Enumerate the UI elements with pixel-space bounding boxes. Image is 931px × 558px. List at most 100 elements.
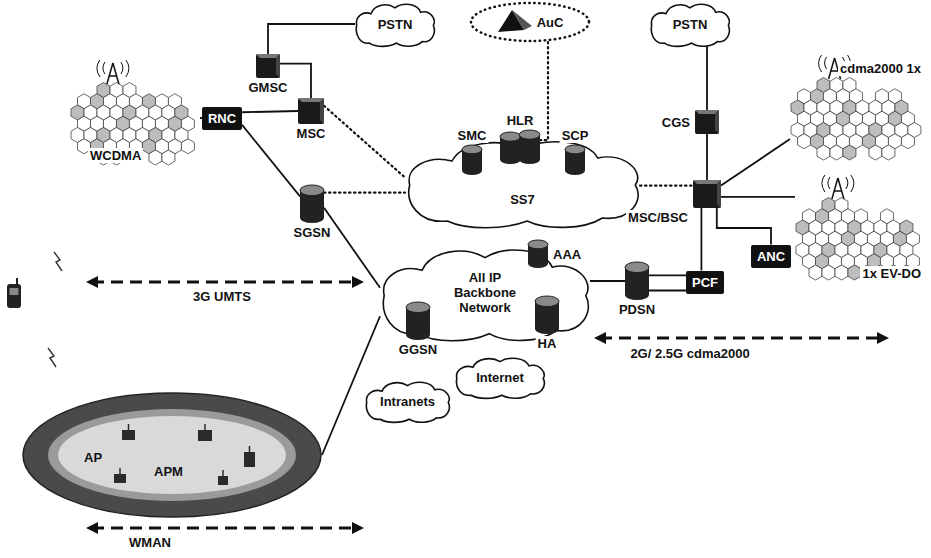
text-holder: AuC <box>470 2 590 42</box>
node-label: 1x EV-DO <box>860 266 923 281</box>
text-holder: Intranets <box>365 380 450 422</box>
switch-box-shape <box>695 110 719 134</box>
server-cylinder-shape <box>535 296 559 334</box>
signaling-link <box>324 106 405 178</box>
node-label: All IP Backbone Network <box>445 270 525 315</box>
node-label: cdma2000 1x <box>838 61 923 76</box>
switch-box: MSC <box>298 98 324 124</box>
server-cylinder: HLR <box>500 130 540 164</box>
switch-box-shape <box>256 54 280 78</box>
server-cylinder-shape <box>462 145 482 175</box>
connector <box>242 125 300 196</box>
text-holder: Internet <box>455 356 545 398</box>
network-cloud: Internet <box>455 356 545 398</box>
cell-cluster: 1x EV-DO <box>795 175 925 285</box>
controller-box: PCF <box>686 271 724 294</box>
wman-region: AP APM <box>22 392 322 518</box>
node-label: WCDMA <box>88 148 143 163</box>
server-cylinder-shape <box>406 302 430 340</box>
node-label: SMC <box>456 128 489 143</box>
server-cylinder: SCP <box>565 145 585 175</box>
span-arrow <box>92 527 358 530</box>
phone-icon <box>7 278 21 308</box>
switch-box: CGS <box>695 110 719 134</box>
server-cylinder: AAA <box>528 240 548 268</box>
server-cylinder: SMC <box>462 145 482 175</box>
server-cylinder-shape <box>300 185 324 223</box>
switch-box: GMSC <box>256 54 280 78</box>
radio-link-symbol <box>54 252 62 271</box>
node-label: ANC <box>757 249 785 264</box>
node-label: SCP <box>560 128 591 143</box>
connector <box>717 208 771 245</box>
switch-box-shape <box>693 180 721 208</box>
network-cloud: Intranets <box>365 380 450 422</box>
node-label: AAA <box>551 247 583 262</box>
connector <box>706 46 708 110</box>
node-label: AP <box>84 450 102 465</box>
node-label: MSC <box>295 126 328 141</box>
server-cylinder: GGSN <box>406 302 430 340</box>
connector <box>242 111 298 112</box>
signaling-link <box>540 42 548 140</box>
controller-box: ANC <box>751 245 791 268</box>
server-cylinder: SGSN <box>300 185 324 223</box>
node-label: PSTN <box>673 17 708 32</box>
connector <box>649 290 686 292</box>
node-label: PCF <box>692 275 718 290</box>
node-label: CGS <box>660 115 692 130</box>
node-label: GMSC <box>247 80 290 95</box>
node-label: PDSN <box>617 302 657 317</box>
node-label: HLR <box>505 113 536 128</box>
text-holder: PSTN <box>650 2 730 46</box>
connector <box>590 280 625 282</box>
node-label: PSTN <box>378 17 413 32</box>
node-label: APM <box>154 464 183 479</box>
server-cylinder-shape <box>500 130 540 164</box>
server-cylinder-shape <box>625 262 649 300</box>
connector <box>701 208 703 271</box>
controller-box: RNC <box>202 107 242 130</box>
node-label: RNC <box>208 111 236 126</box>
switch-box-shape <box>298 98 324 124</box>
node-label: HA <box>536 336 559 351</box>
node-label: SS7 <box>510 192 535 207</box>
server-cylinder-shape <box>528 240 548 268</box>
network-cloud: PSTN <box>650 2 730 46</box>
node-label: GGSN <box>397 342 439 357</box>
cell-cluster: cdma2000 1x <box>790 55 925 160</box>
text-holder: PSTN <box>355 2 435 46</box>
radio-link-symbol <box>48 348 56 367</box>
node-label: Intranets <box>380 394 435 409</box>
span-label: WMAN <box>127 535 173 550</box>
node-label: Internet <box>476 370 524 385</box>
node-label: SGSN <box>292 225 333 240</box>
connector <box>706 134 708 180</box>
auc-node: AuC <box>470 2 590 42</box>
node-label: MSC/BSC <box>626 210 690 225</box>
connector <box>721 139 790 186</box>
signaling-link <box>640 185 693 187</box>
span-arrow <box>92 281 358 284</box>
span-arrow <box>600 337 883 340</box>
connector <box>268 24 355 54</box>
connector <box>324 208 380 288</box>
connector <box>649 274 686 276</box>
auc-node-shape <box>470 2 590 42</box>
connector <box>322 316 380 455</box>
node-label: AuC <box>537 15 564 30</box>
server-cylinder: HA <box>535 296 559 334</box>
span-label: 3G UMTS <box>191 289 253 304</box>
server-cylinder-shape <box>565 145 585 175</box>
network-cloud: PSTN <box>355 2 435 46</box>
signaling-link <box>324 192 405 194</box>
server-cylinder: PDSN <box>625 262 649 300</box>
switch-box: MSC/BSC <box>693 180 721 208</box>
span-label: 2G/ 2.5G cdma2000 <box>628 346 751 361</box>
connector <box>721 196 795 198</box>
wman-region-shape <box>22 392 322 518</box>
cell-cluster: WCDMA <box>70 60 200 165</box>
